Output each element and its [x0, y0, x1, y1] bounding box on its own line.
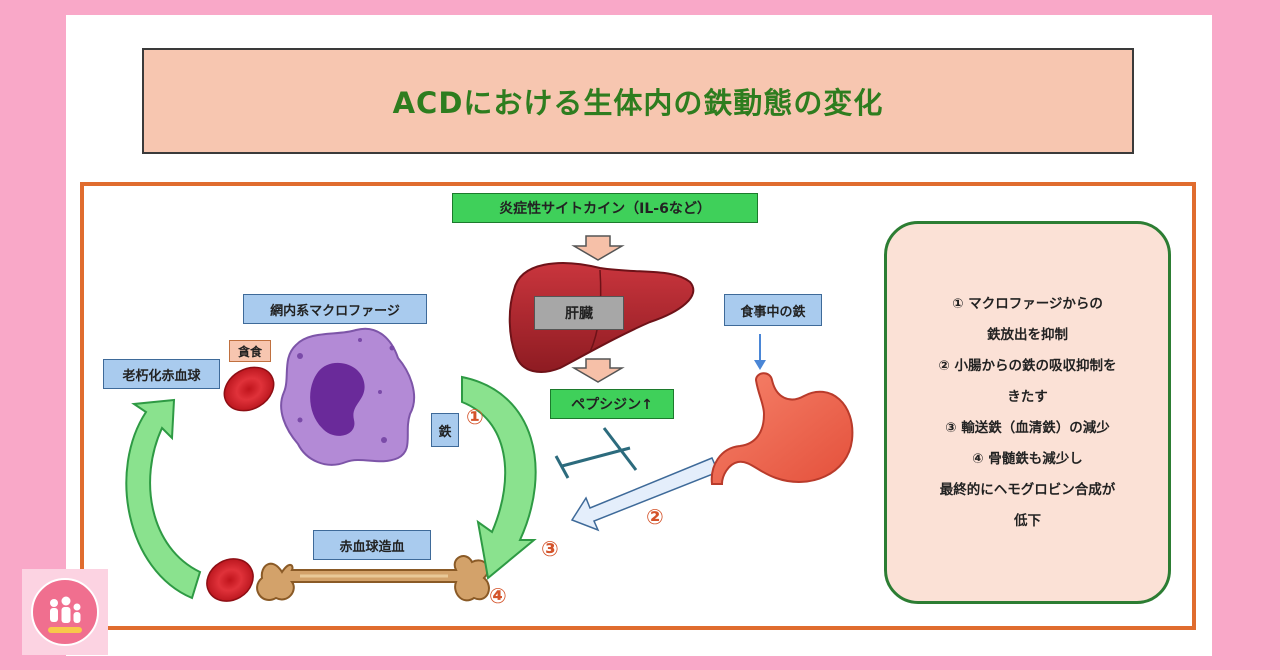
site-logo	[22, 569, 108, 655]
explanation-line: ① マクロファージからの	[952, 295, 1103, 312]
arrow-dietary-iron	[754, 334, 766, 370]
red-blood-cell-icon	[223, 366, 275, 412]
iron-label: 鉄	[431, 413, 459, 447]
old-rbc-label: 老朽化赤血球	[103, 359, 220, 389]
curved-arrow-rbc-cycle	[125, 398, 202, 600]
red-blood-cell-icon	[206, 558, 254, 602]
phagocytosis-label: 貪食	[229, 340, 271, 362]
macrophage-icon	[280, 327, 415, 466]
liver-label: 肝臓	[534, 296, 624, 330]
explanation-line: 鉄放出を抑制	[987, 326, 1068, 343]
diagram-frame	[80, 182, 1196, 630]
arrow-absorption	[570, 457, 719, 532]
marker-2: ②	[646, 505, 664, 529]
hepcidin-label: ペプシジン↑	[550, 389, 674, 419]
marker-3: ③	[541, 537, 559, 561]
bone-icon	[256, 555, 490, 602]
marker-4: ④	[489, 584, 507, 608]
marker-1: ①	[466, 405, 484, 429]
explanation-line: 低下	[1014, 512, 1041, 529]
macrophage-label: 網内系マクロファージ	[243, 294, 427, 324]
explanation-line: 最終的にヘモグロビン合成が	[939, 481, 1116, 498]
curved-arrow-iron-transport	[461, 375, 537, 580]
arrow-down-liver	[571, 358, 625, 383]
logo-icon	[31, 578, 99, 646]
erythropoiesis-label: 赤血球造血	[313, 530, 431, 560]
page-title: ACDにおける生体内の鉄動態の変化	[392, 86, 884, 120]
stomach-icon	[710, 372, 854, 485]
dietary-iron-label: 食事中の鉄	[724, 294, 822, 326]
arrow-down-cytokine	[571, 235, 625, 261]
explanation-line: ④ 骨髄鉄も減少し	[972, 450, 1083, 467]
cytokine-label: 炎症性サイトカイン（IL-6など）	[452, 193, 758, 223]
inhibition-icon	[554, 427, 638, 479]
title-banner: ACDにおける生体内の鉄動態の変化	[142, 48, 1134, 154]
explanation-line: きたす	[1007, 388, 1048, 405]
explanation-line: ③ 輸送鉄（血清鉄）の減少	[945, 419, 1110, 436]
explanation-box: ① マクロファージからの 鉄放出を抑制 ② 小腸からの鉄の吸収抑制を きたす ③…	[884, 221, 1171, 604]
explanation-line: ② 小腸からの鉄の吸収抑制を	[938, 357, 1117, 374]
